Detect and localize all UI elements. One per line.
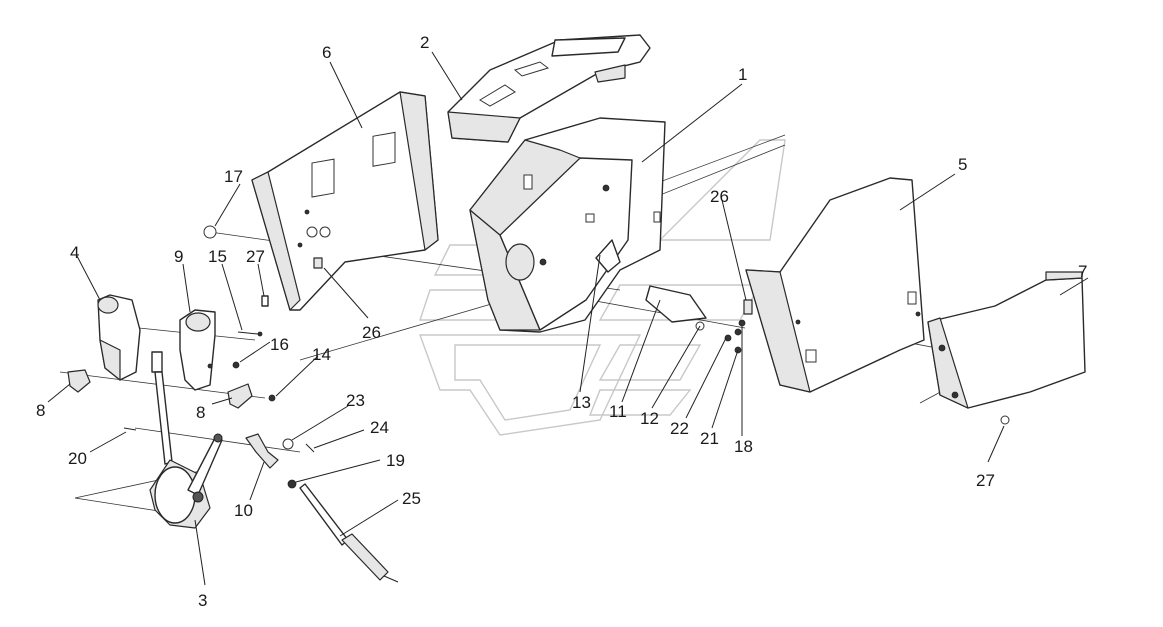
- callout-4: 4: [70, 243, 79, 262]
- part-5-right-side-panel: [745, 177, 925, 393]
- part-2-top-cover: [447, 34, 651, 143]
- part-17-bolt-head: [203, 225, 217, 239]
- fasteners: [123, 225, 1010, 489]
- part-10-bracket: [245, 433, 279, 469]
- callout-19: 19: [386, 451, 405, 470]
- callout-25: 25: [402, 489, 421, 508]
- callout-10: 10: [234, 501, 253, 520]
- callout-13: 13: [572, 393, 591, 412]
- callout-24: 24: [370, 418, 389, 437]
- callout-26-left: 26: [362, 323, 381, 342]
- callout-1: 1: [738, 65, 747, 84]
- callout-2: 2: [420, 33, 429, 52]
- callout-3: 3: [198, 591, 207, 610]
- part-25-cable: [299, 483, 399, 583]
- part-8-clip-right: [227, 383, 253, 409]
- part-7-end-cap: [927, 271, 1086, 409]
- leader-lines: [47, 51, 1089, 586]
- callout-8-left: 8: [36, 401, 45, 420]
- callout-labels: 1 2 3 4 5 6 7 8 8 9 10 11 12 13 14 15 16…: [36, 33, 1087, 610]
- callout-12: 12: [640, 409, 659, 428]
- callout-21: 21: [700, 429, 719, 448]
- callout-9: 9: [174, 247, 183, 266]
- callout-5: 5: [958, 155, 967, 174]
- part-1-main-frame: [469, 117, 666, 333]
- callout-26-right: 26: [710, 187, 729, 206]
- callout-6: 6: [322, 43, 331, 62]
- callout-27-right: 27: [976, 471, 995, 490]
- callout-8-right: 8: [196, 403, 205, 422]
- callout-22: 22: [670, 419, 689, 438]
- part-4-handle-housing: [97, 294, 141, 381]
- callout-20: 20: [68, 449, 87, 468]
- callout-11: 11: [609, 402, 627, 421]
- part-6-left-side-panel: [251, 91, 439, 311]
- callout-16: 16: [270, 335, 289, 354]
- part-9-handle-housing: [179, 309, 216, 391]
- part-8-clip-left: [67, 369, 91, 393]
- callout-17: 17: [224, 167, 243, 186]
- callout-7: 7: [1078, 262, 1087, 281]
- part-3-shift-lever: [149, 351, 223, 529]
- callout-27-left: 27: [246, 247, 265, 266]
- callout-15: 15: [208, 247, 227, 266]
- callout-14: 14: [312, 345, 331, 364]
- callout-18: 18: [734, 437, 753, 456]
- callout-23: 23: [346, 391, 365, 410]
